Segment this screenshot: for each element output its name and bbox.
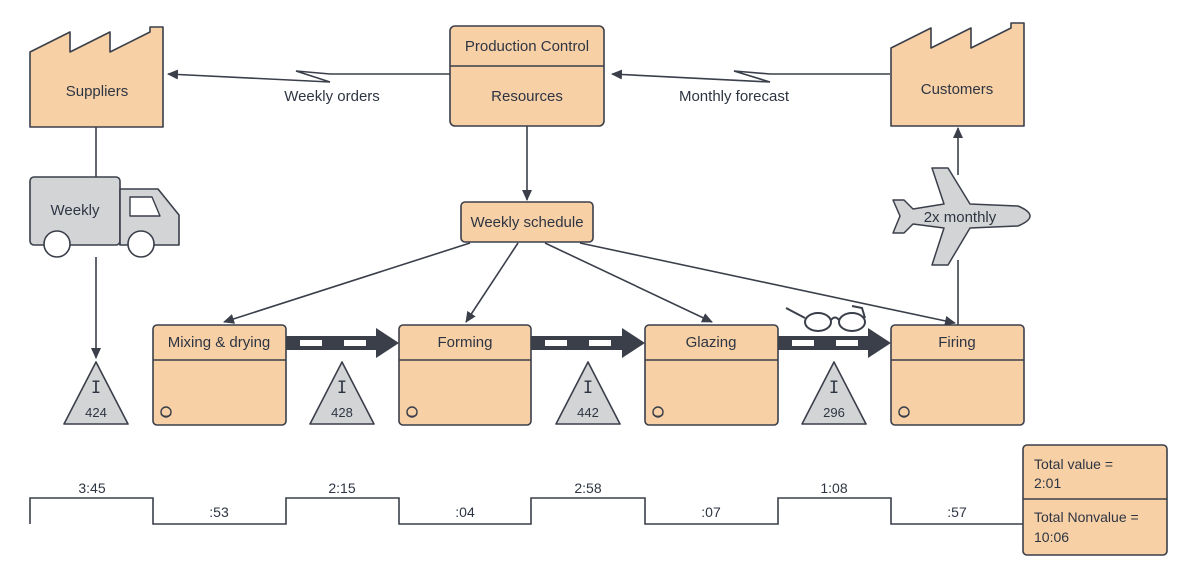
process-name: Glazing [686, 334, 737, 351]
factory-icon [890, 22, 1025, 127]
timeline-value-time: 1:08 [820, 480, 847, 496]
total-value-label: Total value = [1034, 456, 1113, 472]
truck-label: Weekly [51, 202, 100, 219]
glasses-icon [785, 305, 866, 332]
push-arrow-icon [531, 328, 645, 358]
process-name: Firing [938, 334, 976, 351]
monthly-forecast-label: Monthly forecast [679, 88, 790, 105]
process-firing: Firing [890, 324, 1025, 426]
customers-factory: Customers [890, 22, 1025, 127]
inventory-triangle: I 442 [555, 361, 621, 425]
monthly-forecast-flow [611, 69, 890, 83]
operator-icon [898, 406, 910, 418]
timeline-value-time: 2:58 [574, 480, 601, 496]
inventory-count: 428 [331, 405, 353, 420]
inventory-triangle: I 424 [63, 361, 129, 425]
timeline-value-time: 2:15 [328, 480, 355, 496]
inventory-triangle: I 428 [309, 361, 375, 425]
process-forming: Forming [398, 324, 532, 426]
inventory-count: 424 [85, 405, 107, 420]
timeline-value-time: 3:45 [78, 480, 105, 496]
suppliers-factory: Suppliers [29, 26, 164, 128]
operator-icon [160, 406, 172, 418]
production-control-resources: Resources [491, 88, 563, 105]
timeline: 3:45 2:15 2:58 1:08 :53 :04 :07 :57 [29, 480, 1024, 525]
inventory-symbol: I [583, 378, 593, 398]
inventory-symbol: I [829, 378, 839, 398]
timeline-nonvalue-time: :53 [209, 504, 229, 520]
truck-icon: Weekly [29, 176, 180, 258]
inventory-count: 442 [577, 405, 599, 420]
total-value: 2:01 [1034, 475, 1061, 491]
weekly-schedule-label: Weekly schedule [470, 214, 583, 231]
production-control-title: Production Control [465, 38, 589, 55]
airplane-label: 2x monthly [924, 209, 997, 226]
totals-box: Total value = 2:01 Total Nonvalue = 10:0… [1022, 444, 1168, 556]
inventory-symbol: I [337, 378, 347, 398]
schedule-distribution-arrows [223, 242, 956, 326]
timeline-nonvalue-time: :07 [701, 504, 721, 520]
total-nonvalue: 10:06 [1034, 529, 1069, 545]
weekly-orders-label: Weekly orders [284, 88, 380, 105]
process-glazing: Glazing [644, 324, 779, 426]
timeline-nonvalue-time: :57 [947, 504, 967, 520]
operator-icon [652, 406, 664, 418]
process-name: Forming [437, 334, 492, 351]
process-name: Mixing & drying [168, 334, 271, 351]
inventory-symbol: I [91, 378, 101, 398]
inventory-count: 296 [823, 405, 845, 420]
customers-label: Customers [921, 81, 994, 98]
weekly-schedule-box: Weekly schedule [460, 201, 594, 243]
push-arrow-icon [778, 328, 891, 358]
process-mixing-drying: Mixing & drying [152, 324, 287, 426]
operator-icon [406, 406, 418, 418]
airplane-icon: 2x monthly [892, 167, 1031, 266]
production-control-box: Production Control Resources [449, 25, 605, 127]
factory-icon [29, 26, 164, 128]
total-nonvalue-label: Total Nonvalue = [1034, 509, 1139, 525]
push-arrow-icon [286, 328, 399, 358]
timeline-nonvalue-time: :04 [455, 504, 475, 520]
suppliers-label: Suppliers [66, 83, 129, 100]
inventory-triangle: I 296 [801, 361, 867, 425]
weekly-orders-flow [167, 69, 450, 83]
